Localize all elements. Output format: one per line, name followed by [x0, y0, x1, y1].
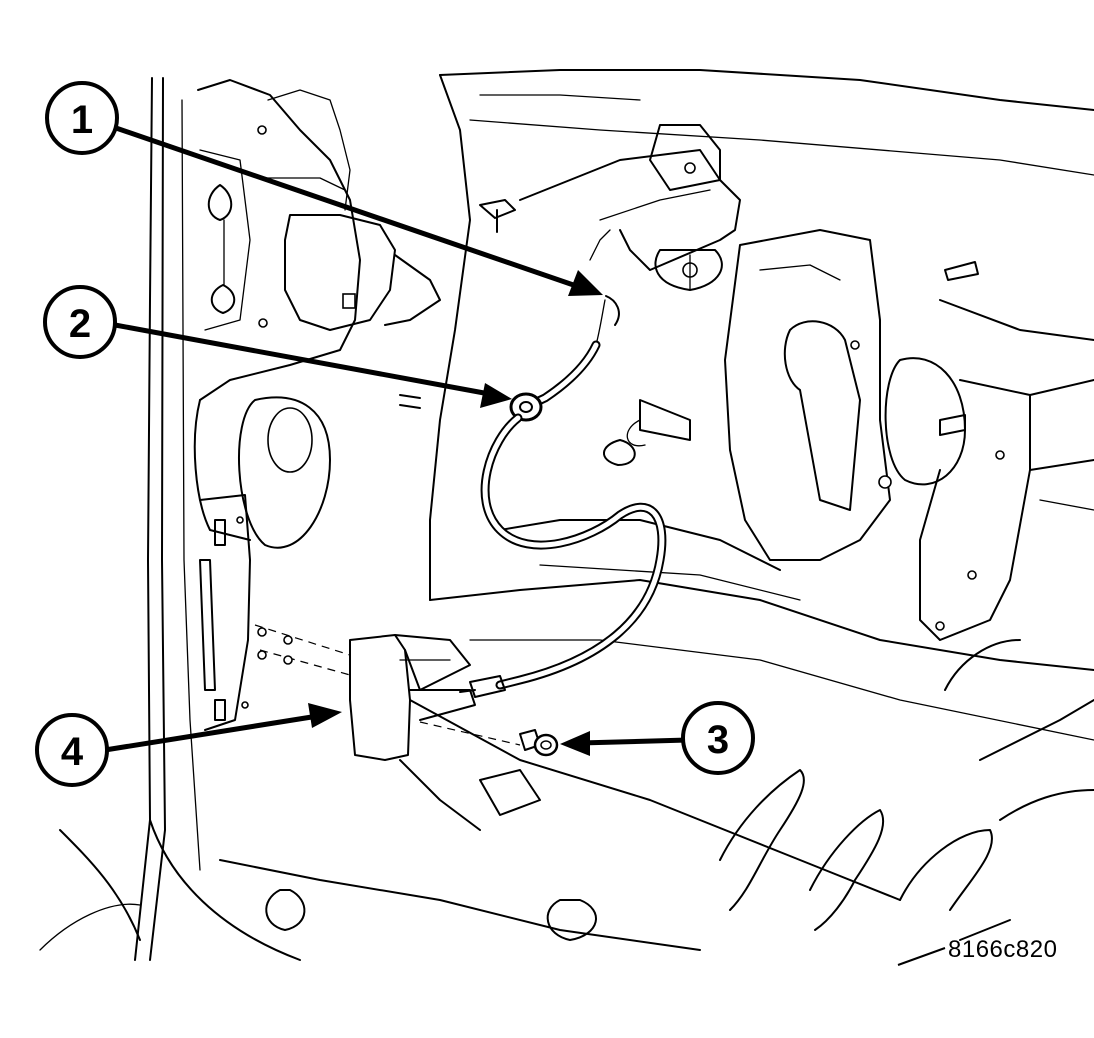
leader-line-1	[115, 125, 589, 293]
mounting-screw	[519, 729, 559, 757]
callout-3: 3	[681, 701, 755, 775]
callout-leaders	[104, 125, 689, 756]
callout-2: 2	[43, 285, 117, 359]
leader-line-2	[114, 322, 496, 398]
release-handle	[254, 624, 521, 761]
vehicle-body-structure	[39, 69, 1094, 961]
leader-arrowhead-4	[308, 703, 342, 728]
leader-line-3	[579, 737, 689, 746]
leader-arrowhead-3	[560, 731, 590, 756]
callout-4: 4	[35, 713, 109, 787]
leader-line-4	[104, 713, 319, 753]
callout-1: 1	[45, 81, 119, 155]
callout-2-label: 2	[69, 302, 91, 346]
release-cable	[459, 295, 667, 698]
figure-id: 8166c820	[948, 936, 1058, 963]
callout-3-label: 3	[707, 718, 729, 762]
leader-arrowhead-1	[568, 270, 603, 296]
figure-id-underline	[897, 947, 946, 966]
callout-1-label: 1	[71, 98, 93, 142]
leader-arrowhead-2	[480, 383, 512, 408]
callout-4-label: 4	[61, 730, 84, 774]
